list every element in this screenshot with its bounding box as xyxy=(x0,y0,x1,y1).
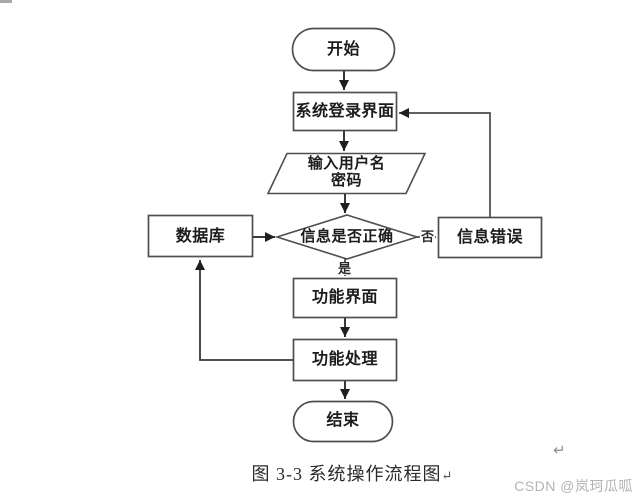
database-node-shape xyxy=(147,214,254,258)
start-node-label: 开始 xyxy=(326,41,360,58)
edge-function-process-to-database xyxy=(195,260,293,361)
decision-node-shape xyxy=(274,214,420,260)
login-node-label: 系统登录界面 xyxy=(295,103,395,120)
start-node-shape xyxy=(291,27,396,72)
input-node-label-line1: 输入用户名 xyxy=(307,156,386,172)
figure-caption: 图 3-3 系统操作流程图↵ xyxy=(232,460,472,486)
function-ui-node-shape xyxy=(292,277,398,319)
input-node-label: 输入用户名密码 xyxy=(268,156,425,191)
login-node-shape xyxy=(292,91,398,132)
scan-artifact-mark xyxy=(0,0,12,3)
csdn-watermark: CSDN @岚珂瓜呱 xyxy=(514,478,633,494)
figure-caption-text: 图 3-3 系统操作流程图 xyxy=(251,464,442,484)
function-ui-node-label: 功能界面 xyxy=(311,289,378,306)
input-node-label-line2: 密码 xyxy=(330,173,362,190)
function-process-node-shape xyxy=(292,338,398,382)
paragraph-return-icon: ↵ xyxy=(441,468,453,483)
edge-label-yes: 是 xyxy=(337,261,353,276)
end-node-label: 结束 xyxy=(326,412,360,429)
function-process-node-label: 功能处理 xyxy=(311,351,378,368)
paragraph-return-icon: ↵ xyxy=(553,442,566,459)
database-node-label: 数据库 xyxy=(175,228,226,245)
error-node-label: 信息错误 xyxy=(456,229,523,246)
input-node-shape xyxy=(266,152,427,195)
edge-error-to-login xyxy=(399,108,491,217)
error-node-shape xyxy=(437,216,543,259)
edge-label-no: 否 xyxy=(420,229,436,244)
end-node-shape xyxy=(292,400,394,443)
decision-node-label: 信息是否正确 xyxy=(300,229,394,245)
